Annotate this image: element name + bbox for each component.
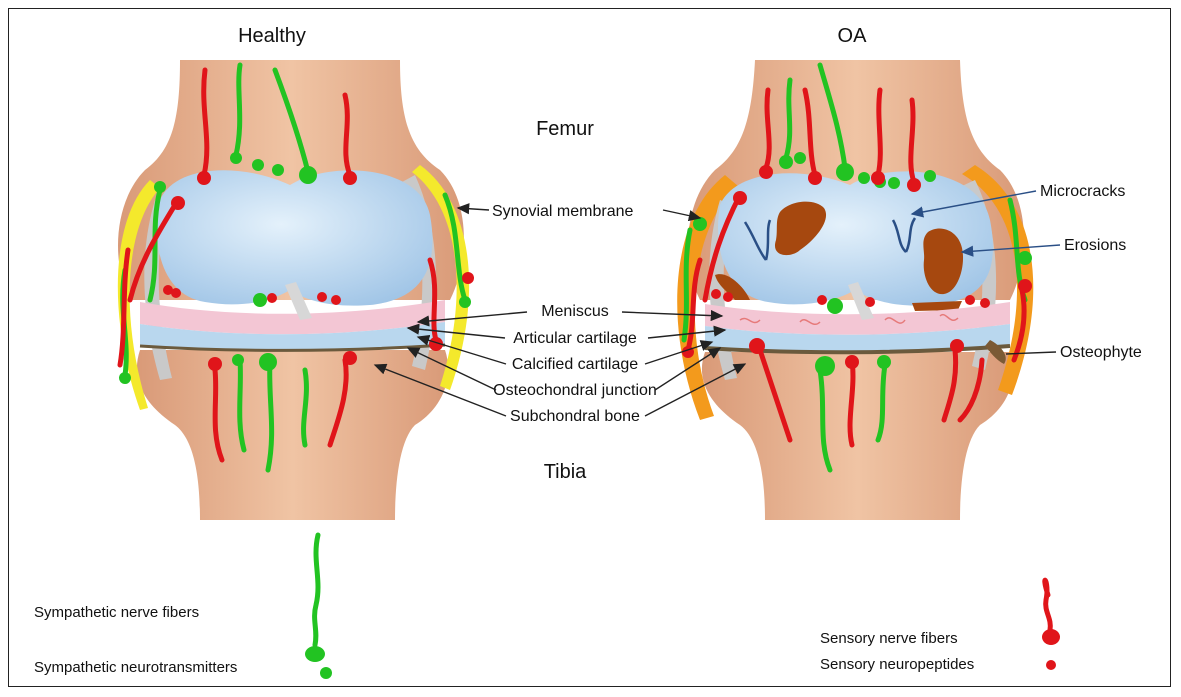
label-microcracks: Microcracks (1040, 183, 1125, 200)
legend-sympathetic-transmitters-label: Sympathetic neurotransmitters (34, 659, 237, 676)
label-articular-cartilage: Articular cartilage (513, 330, 637, 347)
legend-sympathetic-transmitter-icon (320, 667, 332, 679)
legend-sensory-fiber-icon (1045, 580, 1051, 630)
title-oa: OA (838, 25, 868, 47)
legend-sensory-terminal-icon (1042, 629, 1060, 645)
title-healthy: Healthy (238, 25, 306, 47)
healthy-knee (118, 60, 474, 520)
legend-sensory-fibers-label: Sensory nerve fibers (820, 630, 958, 647)
label-calcified-cartilage: Calcified cartilage (512, 356, 638, 373)
oa-knee (677, 60, 1033, 520)
legend-sympathetic-fibers-label: Sympathetic nerve fibers (34, 604, 199, 621)
label-erosions: Erosions (1064, 237, 1126, 254)
arrow-synovial-left (458, 208, 489, 210)
label-subchondral-bone: Subchondral bone (510, 408, 640, 425)
label-meniscus: Meniscus (541, 303, 609, 320)
label-synovial-membrane: Synovial membrane (492, 203, 634, 220)
legend-sensory-neuropeptides-label: Sensory neuropeptides (820, 656, 974, 673)
legend-sympathetic-fiber-icon (315, 535, 318, 645)
arrow-calcified-right (645, 342, 712, 364)
legend-sensory: Sensory nerve fibers Sensory neuropeptid… (820, 580, 1060, 673)
legend-sympathetic-terminal-icon (305, 646, 325, 662)
oa-tibia (702, 352, 1013, 520)
label-femur: Femur (536, 118, 594, 140)
label-osteophyte: Osteophyte (1060, 344, 1142, 361)
label-osteochondral-junction: Osteochondral junction (493, 382, 657, 399)
legend-sensory-neuropeptide-icon (1046, 660, 1056, 670)
label-tibia: Tibia (544, 461, 587, 483)
legend-sympathetic: Sympathetic nerve fibers Sympathetic neu… (34, 535, 332, 679)
